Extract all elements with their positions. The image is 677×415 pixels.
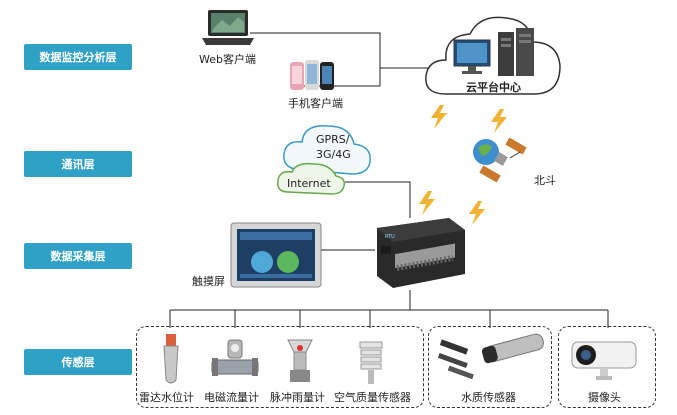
network-cloud-icon [276,125,371,195]
internet-label: Internet [287,177,331,190]
laptop-icon [202,10,254,45]
svg-text:RTU: RTU [385,234,395,240]
mobile-phone-icon [290,60,334,90]
air-quality-sensor-icon [359,341,383,384]
layer-label-communication: 通讯层 [24,151,132,177]
layer-label-sensing: 传感层 [24,349,132,375]
wireless-signal-icon [491,109,507,133]
data-logger-icon: RTU [377,218,465,288]
air-quality-label: 空气质量传感器 [334,391,411,404]
touchscreen-label: 触摸屏 [192,275,225,288]
gprs-label-line1: GPRS/ [316,133,350,146]
water-quality-sensor-icon [437,333,544,380]
flowmeter-label: 电磁流量计 [204,391,259,404]
cloud-icon [425,16,561,95]
water-quality-label: 水质传感器 [461,391,516,404]
sensor-group-water-quality [428,326,552,408]
cloud-center-label: 云平台中心 [466,81,521,94]
layer-label-acquisition: 数据采集层 [24,243,132,269]
radar-level-sensor-icon [163,334,179,384]
layer-label-monitoring: 数据监控分析层 [24,44,132,70]
satellite-icon [473,137,527,183]
camera-icon [571,341,637,380]
mobile-client-label: 手机客户端 [288,97,343,110]
touchscreen-icon [230,222,322,288]
rain-gauge-icon [287,339,313,382]
wireless-signal-icon [431,105,447,129]
wireless-signal-icon [419,191,435,215]
sensor-group-hydro [136,326,424,408]
gprs-label-line2: 3G/4G [316,148,351,161]
sensor-group-camera [558,326,656,408]
wireless-signal-icon [469,201,485,225]
radar-level-label: 雷达水位计 [139,391,194,404]
rain-gauge-label: 脉冲雨量计 [270,391,325,404]
web-client-label: Web客户端 [199,53,256,66]
flowmeter-icon [211,339,259,376]
beidou-label: 北斗 [534,174,556,187]
camera-label: 摄像头 [588,391,621,404]
